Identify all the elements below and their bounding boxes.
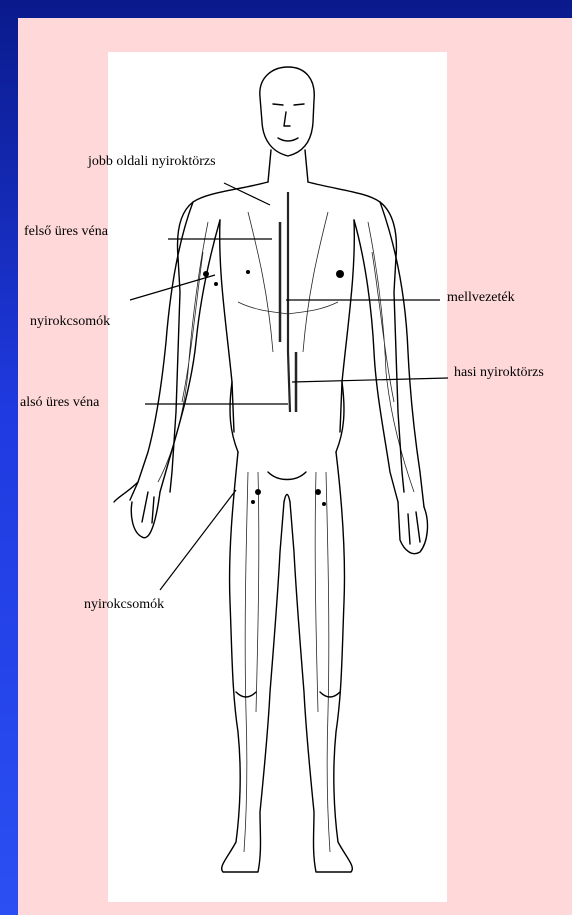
- lymph-vessels-legs: [244, 472, 330, 852]
- lymph-node: [322, 502, 326, 506]
- lymph-node: [315, 489, 321, 495]
- label-superior-vena-cava: felső üres véna: [24, 225, 108, 239]
- right-leg: [290, 452, 352, 872]
- lymph-node: [251, 500, 255, 504]
- thoracic-duct: [288, 192, 290, 412]
- label-inferior-vena-cava: alsó üres véna: [20, 396, 99, 410]
- human-body-lymphatic-illustration: [108, 52, 447, 902]
- left-leg: [222, 452, 284, 872]
- label-thoracic-duct: mellvezeték: [447, 291, 515, 305]
- label-lymph-nodes-upper: nyirokcsomók: [30, 315, 110, 329]
- right-hand: [398, 502, 427, 554]
- lymph-node: [203, 271, 209, 277]
- lymph-vessels-arms: [158, 222, 414, 492]
- left-hand: [114, 482, 160, 538]
- lymph-node: [214, 282, 218, 286]
- lymph-node: [336, 270, 344, 278]
- right-arm: [354, 202, 424, 507]
- hip-line: [230, 382, 344, 452]
- anatomy-figure: [108, 52, 447, 902]
- label-right-lymphatic-duct: jobb oldali nyiroktörzs: [88, 155, 216, 169]
- knees: [236, 692, 340, 697]
- face-features: [273, 104, 304, 141]
- neck: [268, 150, 308, 182]
- head-outline: [260, 67, 314, 156]
- left-arm: [138, 202, 220, 492]
- lymph-node: [246, 270, 250, 274]
- groin: [268, 472, 306, 502]
- label-abdominal-lymph-trunk: hasi nyiroktörzs: [454, 366, 544, 380]
- lymph-node: [255, 489, 261, 495]
- label-lymph-nodes-lower: nyirokcsomók: [84, 598, 164, 612]
